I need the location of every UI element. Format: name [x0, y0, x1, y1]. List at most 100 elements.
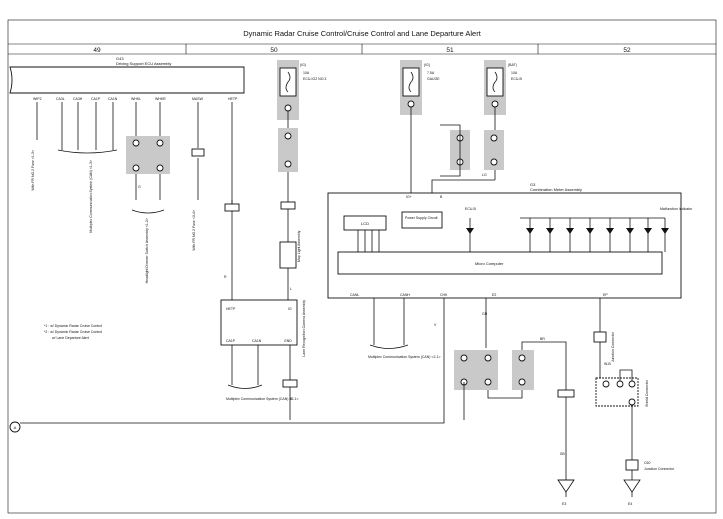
ref-wip2: With FR NO.2 Fuse <1-3> [31, 150, 35, 191]
meter-pin-canl: CANL [350, 293, 359, 297]
hetp-connector [224, 203, 240, 212]
camera-pin-gnd: GND [284, 339, 292, 343]
wire-color-gr: GR [482, 312, 488, 316]
wire-color-wb: W-B [604, 362, 611, 366]
note-2: *2 : w/ Dynamic Radar Cruise Control [44, 330, 102, 334]
fuse-gauge: (IG) 7.5A GAUGE [400, 60, 440, 115]
ref-can-meter: Multiplex Communication System (CAN) <2-… [368, 355, 441, 359]
c60-name: Junction Connector [644, 467, 675, 471]
ecu-pin-whkr: WHKR [155, 97, 166, 101]
ecu-wires [36, 102, 233, 300]
ground-e4-label: E4 [628, 502, 632, 506]
micro-computer-block [337, 251, 663, 275]
wire-color-sb: SB [560, 452, 565, 456]
meter-pin-b: B [440, 195, 443, 199]
i3-name: Junction Connector [611, 331, 615, 362]
meter-pin-e2: E2 [492, 293, 496, 297]
c60-id: C60 [644, 461, 650, 465]
lane-camera: HETP CA1P CA1N GND IG Lane Recognition C… [220, 299, 306, 357]
ecu-pin-whkl: WHKL [131, 97, 141, 101]
fuse-gauge-rating: 7.5A [427, 71, 435, 75]
ecu-pin-wip2: WIP2 [33, 97, 42, 101]
fuse-ecu-ig2: (IG) 10A ECU-IG2 NO.3 [277, 60, 326, 120]
notes: *1 : w/ Dynamic Radar Cruise Control *2 … [44, 324, 102, 340]
ecu-pin-ca1p: CA1P [91, 97, 101, 101]
fuse-ecub-rating: 10A [511, 71, 518, 75]
camera-pin-hetp: HETP [226, 307, 236, 311]
driving-support-ecu: G43 Driving Support ECU Assembly WIP2 CA… [9, 56, 245, 101]
fuse-gauge-id: (IG) [424, 63, 430, 67]
camera-pin-ig: IG [288, 307, 292, 311]
camera-name: Lane Recognition Camera Assembly [302, 300, 306, 357]
ref-can-left: Multiplex Communication System (CAN) <1-… [89, 160, 93, 233]
fuse-gauge-name: GAUGE [427, 77, 440, 81]
section-49: 49 [93, 47, 101, 54]
micro-computer-label: Micro Computer [475, 261, 504, 266]
combination-meter: G3 Combination Meter Assembly LCD Power … [327, 182, 693, 299]
fuse-ecu-b: (BAT) 10A ECU-B [484, 60, 523, 115]
ecu-pin-ca1n: CA1N [108, 97, 118, 101]
ref-can-camera: Multiplex Communication System (CAN) <2-… [226, 397, 299, 401]
reference-marker [9, 421, 21, 433]
wire-color-l: L [290, 287, 292, 291]
wire-color-r: R [224, 275, 227, 279]
masw-connector [191, 148, 205, 157]
junction-connector-i3 [593, 331, 607, 343]
power-supply-label: Power Supply Circuit [405, 216, 438, 220]
shield-name: Shield Connector [645, 379, 649, 407]
diagram-frame [7, 19, 717, 514]
wire-color-b: B [290, 397, 293, 401]
meter-id: G3 [530, 182, 536, 187]
map-light: Map Light Assembly [279, 230, 301, 269]
meter-pin-chk: CHK [440, 293, 448, 297]
fuse-ecub-name: ECU-B [511, 77, 523, 81]
lcd-label: LCD [361, 221, 369, 226]
camera-pin-ca1p: CA1P [226, 339, 236, 343]
note-3: w/ Lane Departure Alert [52, 336, 89, 340]
e2-junction [454, 350, 498, 390]
ecu-pin-masw: MASW [192, 97, 204, 101]
section-51: 51 [446, 47, 454, 54]
gnd-connector [282, 379, 298, 388]
note-1: *1 : w/ Dynamic Radar Cruise Control [44, 324, 102, 328]
diagram-title: Dynamic Radar Cruise Control/Cruise Cont… [243, 29, 482, 38]
e3-connector [557, 389, 575, 398]
map-light-name: Map Light Assembly [297, 230, 301, 262]
ref-masw: With FR NO.2 Fuse <3-4> [192, 210, 196, 251]
ig2-junction [278, 128, 298, 172]
ground-e3: E3 [557, 479, 575, 506]
ground-e3-label: E3 [562, 502, 566, 506]
meter-ecu-b-ref: ECU-B [465, 207, 477, 211]
wire-color-v: V [434, 323, 437, 327]
ecu-name: Driving Support ECU Assembly [116, 61, 171, 66]
junction-connector-c60 [625, 459, 639, 471]
ecu-pin-ca3h: CA3H [73, 97, 83, 101]
ig2-connector [280, 201, 296, 210]
ecu-id: G43 [116, 56, 124, 61]
fuse-ig2-id: (IG) [300, 63, 306, 67]
fuse-ig2-name: ECU-IG2 NO.3 [303, 77, 326, 81]
meter-pin-ep: EP [603, 293, 608, 297]
indicator-leds [469, 217, 666, 252]
camera-pin-ca1n: CA1N [252, 339, 262, 343]
meter-pin-canh: CANH [400, 293, 410, 297]
wire-color-lg: LG [482, 173, 487, 177]
section-52: 52 [623, 47, 631, 54]
ref-headlight: Headlight Dimmer Switch Assembly <1-2> [145, 218, 149, 283]
mil-ref: Malfunction Indicator [660, 207, 693, 211]
wire-color-br: BR [540, 337, 545, 341]
meter-pin-igplus: IG+ [406, 195, 412, 199]
headlight-switch-pins [132, 139, 164, 172]
fuse-ig2-rating: 10A [303, 71, 310, 75]
reference-marker-label: A [14, 425, 17, 430]
ecu-pin-hetp: HETP [228, 97, 238, 101]
fuse-ecub-id: (BAT) [508, 63, 517, 67]
section-50: 50 [270, 47, 278, 54]
power-supply-block [401, 211, 443, 229]
meter-name: Combination Meter Assembly [530, 187, 582, 192]
ground-e4: E4 [623, 479, 641, 506]
shield-connector: Shield Connector [595, 369, 649, 407]
ecu-pin-ca3l: CA3L [56, 97, 65, 101]
wire-color-g: G [138, 185, 141, 189]
